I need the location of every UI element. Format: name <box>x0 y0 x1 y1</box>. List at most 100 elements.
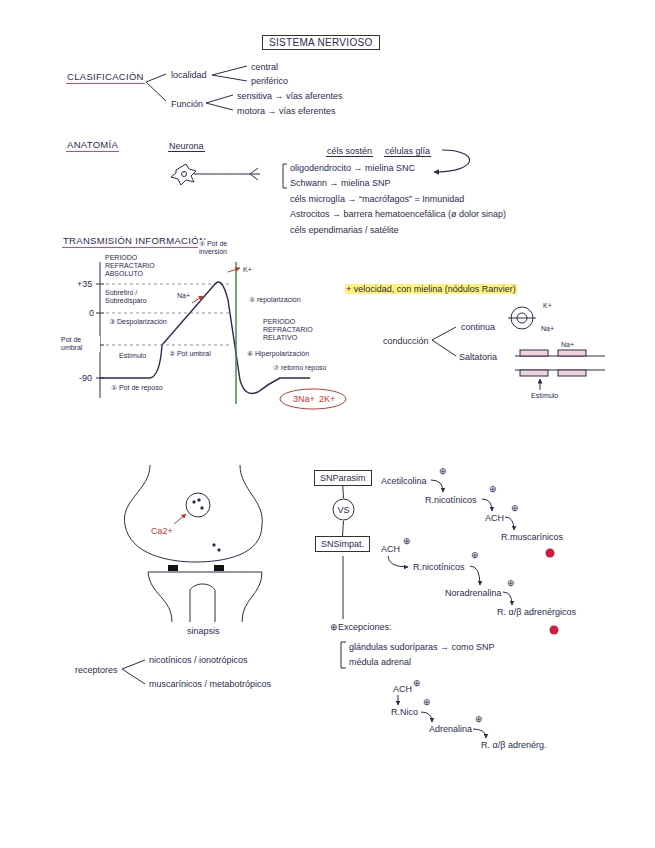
postsynaptic-cell <box>148 572 262 622</box>
connector <box>342 486 344 498</box>
note-label: conducción <box>382 336 430 346</box>
pathway-arrows <box>343 480 514 738</box>
note-label: muscarínicos / metabotrópicos <box>148 679 272 689</box>
circle-shape <box>333 499 354 520</box>
myelin <box>520 350 548 356</box>
bracket <box>212 66 247 81</box>
ion-arrow <box>192 296 203 303</box>
note-label: Acetilcolina <box>380 476 428 486</box>
axon-line <box>508 318 536 319</box>
note-label: ⑦ retorno reposo <box>272 364 327 372</box>
bracket <box>122 660 145 684</box>
dot <box>201 507 203 509</box>
stimulus-arrow <box>540 379 541 390</box>
axon <box>194 168 260 180</box>
note-label: céls ependimarias / satélite <box>289 225 400 235</box>
nucleus <box>182 172 187 177</box>
note-label: Estímulo <box>530 392 559 400</box>
node-text: SNSimpat. <box>321 539 364 549</box>
dot <box>213 544 215 546</box>
note-label: ⊕ <box>488 484 498 494</box>
myelin <box>520 370 548 376</box>
note-label: ③ Despolarización <box>108 318 168 326</box>
note-label: Sobretiro / Sobredisparo <box>104 289 164 305</box>
refractory-divider <box>235 262 236 404</box>
note-label: ⑥ Hiperpolarización <box>246 350 310 358</box>
myelin <box>558 350 586 356</box>
note-label: K+ <box>542 302 553 310</box>
note-label: ACH <box>380 544 401 554</box>
note-label: R.nicotínicos <box>412 562 466 572</box>
note-label: sensitiva → vías aferentes <box>236 91 344 101</box>
note-label: Estímulo <box>118 352 147 360</box>
note-label: ① Pot de reposo <box>110 384 164 392</box>
title-box: SISTEMA NERVIOSO <box>262 35 380 50</box>
conduction-drawing <box>508 307 605 390</box>
action-potential-graph <box>96 262 346 409</box>
note-label: R.muscarínicos <box>500 532 564 542</box>
note-label: ② Pot umbral <box>168 350 212 358</box>
receptor <box>214 565 224 571</box>
calcium-arrow <box>174 514 186 524</box>
arrow <box>388 556 408 567</box>
bracket <box>283 164 287 188</box>
connector <box>342 521 344 536</box>
note-label: ⊕ <box>412 678 422 688</box>
note-label: Astrocitos → barrera hematoencefálica (ø… <box>289 209 507 219</box>
note-label: periférico <box>250 76 289 86</box>
note-label: CLASIFICACIÓN <box>66 72 145 84</box>
note-label: receptores <box>74 665 119 675</box>
process-box: SNSimpat. <box>315 536 370 552</box>
note-label: ⑤ repolarización <box>248 296 302 304</box>
note-label: Na+ <box>176 292 191 300</box>
arrow <box>431 480 443 492</box>
node-text: VS <box>337 505 349 515</box>
arrow <box>505 517 514 530</box>
note-label: ⊕Excepciones: <box>329 622 393 632</box>
presynaptic-terminal <box>124 465 262 562</box>
note-label: 3Na+ <box>292 394 316 404</box>
note-label: TRANSMISIÓN INFORMACIÓN <box>62 236 207 248</box>
dot <box>193 501 195 503</box>
red-dot <box>550 626 559 635</box>
synapse-drawing <box>124 465 262 622</box>
note-label: ⊕ <box>470 550 480 560</box>
red-dot <box>546 549 555 558</box>
note-label: motora → vías eferentes <box>236 106 337 116</box>
arrow <box>503 592 512 605</box>
note-label: central <box>250 62 279 72</box>
note-label: ⊕ <box>438 466 448 476</box>
axon-walls <box>515 356 605 370</box>
note-label: ACH <box>484 513 505 523</box>
note-label: Neurona <box>168 141 205 152</box>
node-text: SNParasim <box>320 473 366 483</box>
note-label: glándulas sudoríparas → como SNP <box>348 642 496 652</box>
exception-line <box>343 556 344 619</box>
note-label: R. α/β adrenérg. <box>480 740 547 750</box>
note-label: continua <box>460 322 496 332</box>
note-label: -90 <box>78 373 93 383</box>
vesicle <box>186 493 210 517</box>
note-label: Función <box>170 99 204 109</box>
note-label: céls microglía → “macrófagos” = Inmunida… <box>289 194 465 204</box>
note-label: Na+ <box>560 341 575 349</box>
note-label: Na+ <box>540 325 555 333</box>
bracket <box>146 74 166 101</box>
ion-arrow <box>228 268 240 272</box>
arrow <box>470 566 480 585</box>
bracket <box>341 642 346 668</box>
note-label: 2K+ <box>318 394 336 404</box>
note-label: + velocidad, con mielina (nódulos Ranvie… <box>345 284 517 294</box>
bracket <box>432 327 456 356</box>
dot <box>218 549 220 551</box>
note-label: nicotínicos / ionotrópicos <box>148 655 249 665</box>
note-label: ⊕ <box>402 536 412 546</box>
note-label: céls sostén <box>326 146 373 157</box>
neuron-drawing <box>171 164 260 185</box>
pump-circle <box>280 389 346 409</box>
note-label: ⊕ <box>506 578 516 588</box>
note-label: células glía <box>384 146 431 157</box>
circle-node: VS <box>332 498 355 521</box>
